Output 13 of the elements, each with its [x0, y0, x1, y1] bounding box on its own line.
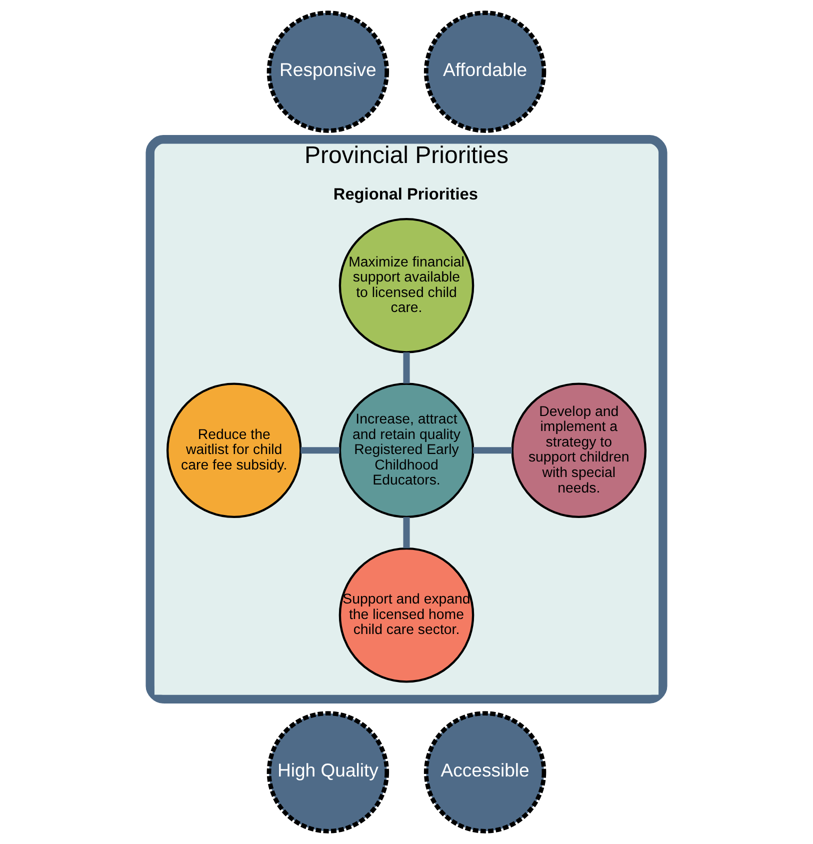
- connector: [473, 447, 512, 454]
- node-circle: Develop and implement a strategy to support children with special needs.: [511, 382, 647, 518]
- node-circle: Responsive: [266, 10, 390, 133]
- node-circle: Increase, attract and retain quality Registered Early Childhood Educators.: [338, 382, 474, 518]
- node-circle: Accessible: [424, 711, 546, 834]
- connector: [403, 517, 410, 548]
- node-circle: Maximize financial support available to licensed child care.: [338, 218, 474, 354]
- connector: [300, 447, 340, 454]
- node-circle: High Quality: [266, 711, 390, 834]
- node-circle: Affordable: [424, 10, 546, 133]
- node-circle: Reduce the waitlist for child care fee subsidy.: [166, 382, 302, 518]
- connector: [403, 352, 410, 384]
- node-circle: Support and expand the licensed home child care sector.: [338, 547, 474, 683]
